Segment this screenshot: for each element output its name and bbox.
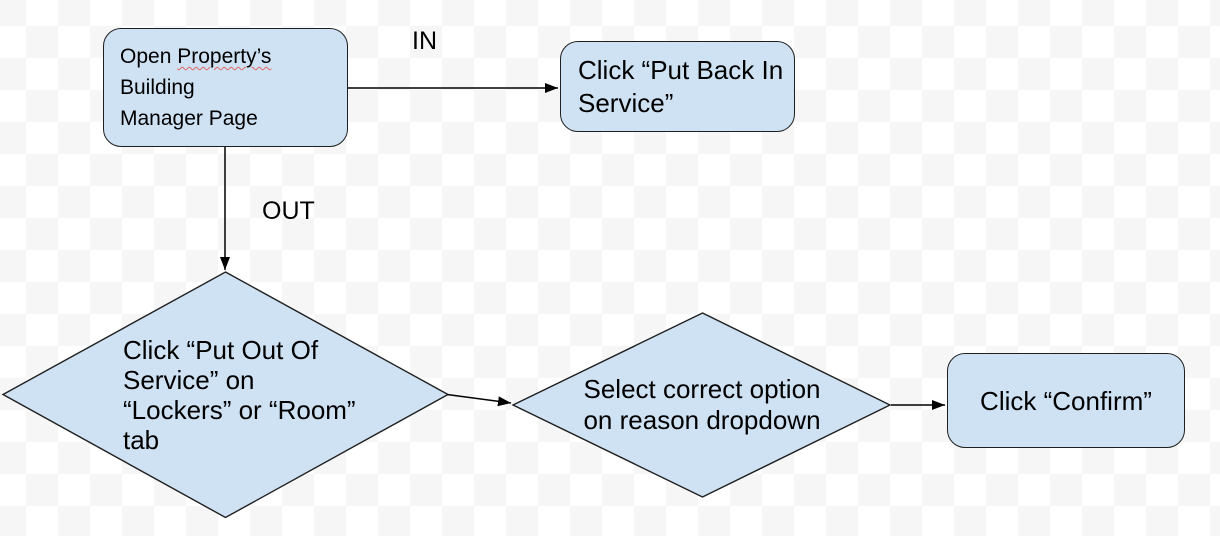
edge-label-in: IN [412, 27, 437, 55]
decision-diamond-reason-dropdown [511, 312, 892, 498]
node-label: Click “Confirm” [980, 385, 1152, 416]
flowchart-node-open-building-manager-page: Open Property’s Building Manager Page [103, 28, 348, 147]
text-run: Open [120, 45, 178, 68]
text-line: Open Property’s [120, 41, 271, 72]
decision-label-reason-dropdown: Select correct option on reason dropdown [583, 374, 821, 435]
decision-diamond-put-out-of-service [1, 271, 450, 519]
edge-diamond1-to-diamond2-arrow [446, 393, 512, 407]
text-line: Manager Page [120, 107, 258, 130]
node-label: Click “Put Back In Service” [578, 54, 784, 118]
decision-label-put-out-of-service: Click “Put Out Of Service” on “Lockers” … [123, 335, 356, 455]
flowchart-node-put-back-in-service: Click “Put Back In Service” [560, 41, 795, 132]
misspelled-word: Property’s [177, 45, 272, 68]
edge-label-out: OUT [262, 197, 315, 225]
flowchart-node-confirm: Click “Confirm” [947, 353, 1185, 448]
text-line: Building [120, 76, 195, 99]
node-label: Open Property’s Building Manager Page [104, 41, 271, 134]
